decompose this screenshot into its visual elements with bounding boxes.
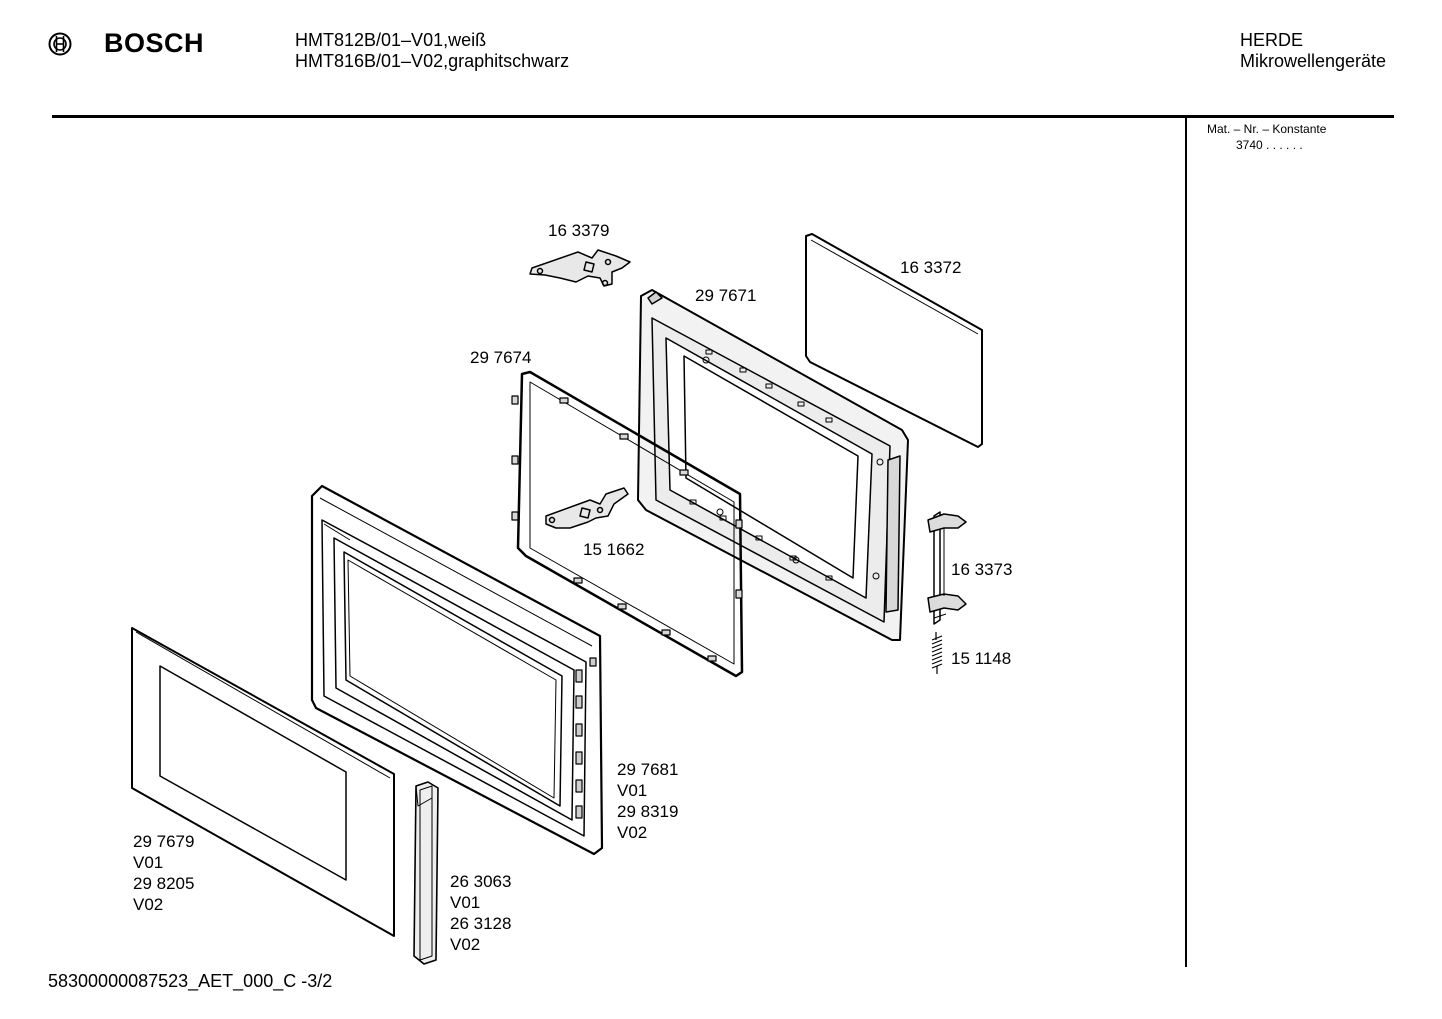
variant-code: V02 [450,935,481,954]
category-line: Mikrowellengeräte [1240,51,1387,71]
part-number: 15 1662 [583,540,645,559]
variant-code: V02 [617,823,648,842]
brand-name: BOSCH [104,28,205,58]
sidebar-rule [1185,117,1187,967]
variant-code: V02 [133,895,164,914]
part-number: 16 3373 [951,560,1013,579]
part-label-297679: 29 7679 V01 29 8205 V02 [133,831,194,915]
bosch-armature-icon [48,32,72,56]
hinge-bracket-top [529,249,631,287]
latch-spring [931,632,943,674]
hinge-bracket-middle [545,487,629,529]
category-line: HERDE [1240,30,1304,50]
part-number: 29 8319 [617,802,679,821]
document-id: 58300000087523_AET_000_C -3/2 [48,971,333,991]
door-handle-strip [413,781,439,965]
part-number: 29 7679 [133,832,195,851]
part-number: 16 3379 [548,221,610,240]
model-line: HMT816B/01–V02,graphitschwarz [295,51,570,71]
part-number: 29 7681 [617,760,679,779]
part-number: 26 3128 [450,914,512,933]
part-label-263063: 26 3063 V01 26 3128 V02 [450,871,511,955]
part-label-297681: 29 7681 V01 29 8319 V02 [617,759,678,843]
part-label-151662: 15 1662 [583,539,644,560]
part-label-163379: 16 3379 [548,220,609,241]
part-number: 16 3372 [900,258,962,277]
choke-frame [511,370,744,678]
part-number: 29 7674 [470,348,532,367]
part-number: 29 8205 [133,874,195,893]
variant-code: V01 [133,853,164,872]
exploded-view-drawing [131,233,983,965]
part-number: 29 7671 [695,286,757,305]
model-list: HMT812B/01–V01,weiß HMT816B/01–V02,graph… [295,30,569,72]
model-line: HMT812B/01–V01,weiß [295,30,487,50]
product-category: HERDE Mikrowellengeräte [1240,30,1386,72]
variant-code: V01 [450,893,481,912]
inner-door-frame [637,289,909,641]
part-label-163372: 16 3372 [900,257,961,278]
door-front-frame [310,484,604,856]
glass-pane [805,233,983,448]
outer-door-panel [131,627,395,937]
part-label-297674: 29 7674 [470,347,531,368]
latch-hook-assembly [927,511,967,625]
variant-code: V01 [617,781,648,800]
header-rule [52,115,1394,118]
part-number: 26 3063 [450,872,512,891]
material-number-label: Mat. – Nr. – Konstante [1207,122,1327,136]
part-label-297671: 29 7671 [695,285,756,306]
part-label-151148: 15 1148 [951,648,1011,669]
material-number-value: 3740 . . . . . . [1236,138,1303,152]
part-label-163373: 16 3373 [951,559,1012,580]
part-number: 15 1148 [951,649,1012,668]
